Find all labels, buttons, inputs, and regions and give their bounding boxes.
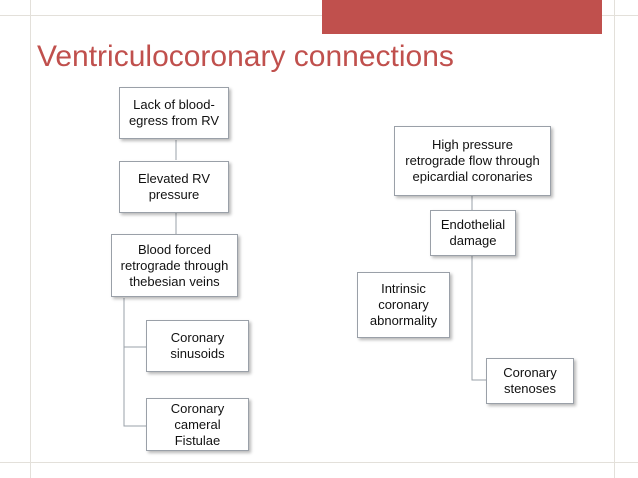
node-lack-of-blood-egress: Lack of blood-egress from RV (119, 87, 229, 139)
connector-right-2-child (471, 256, 486, 381)
frame-line-bottom (0, 462, 638, 463)
frame-line-top (0, 15, 638, 16)
connector-left-3-children (123, 298, 146, 427)
frame-line-right (614, 0, 615, 478)
frame-line-left (30, 0, 31, 478)
title-accent-bar (322, 0, 602, 34)
slide-title: Ventriculocoronary connections (37, 40, 454, 73)
node-lack-of-blood-egress-label: Lack of blood-egress from RV (128, 97, 220, 128)
